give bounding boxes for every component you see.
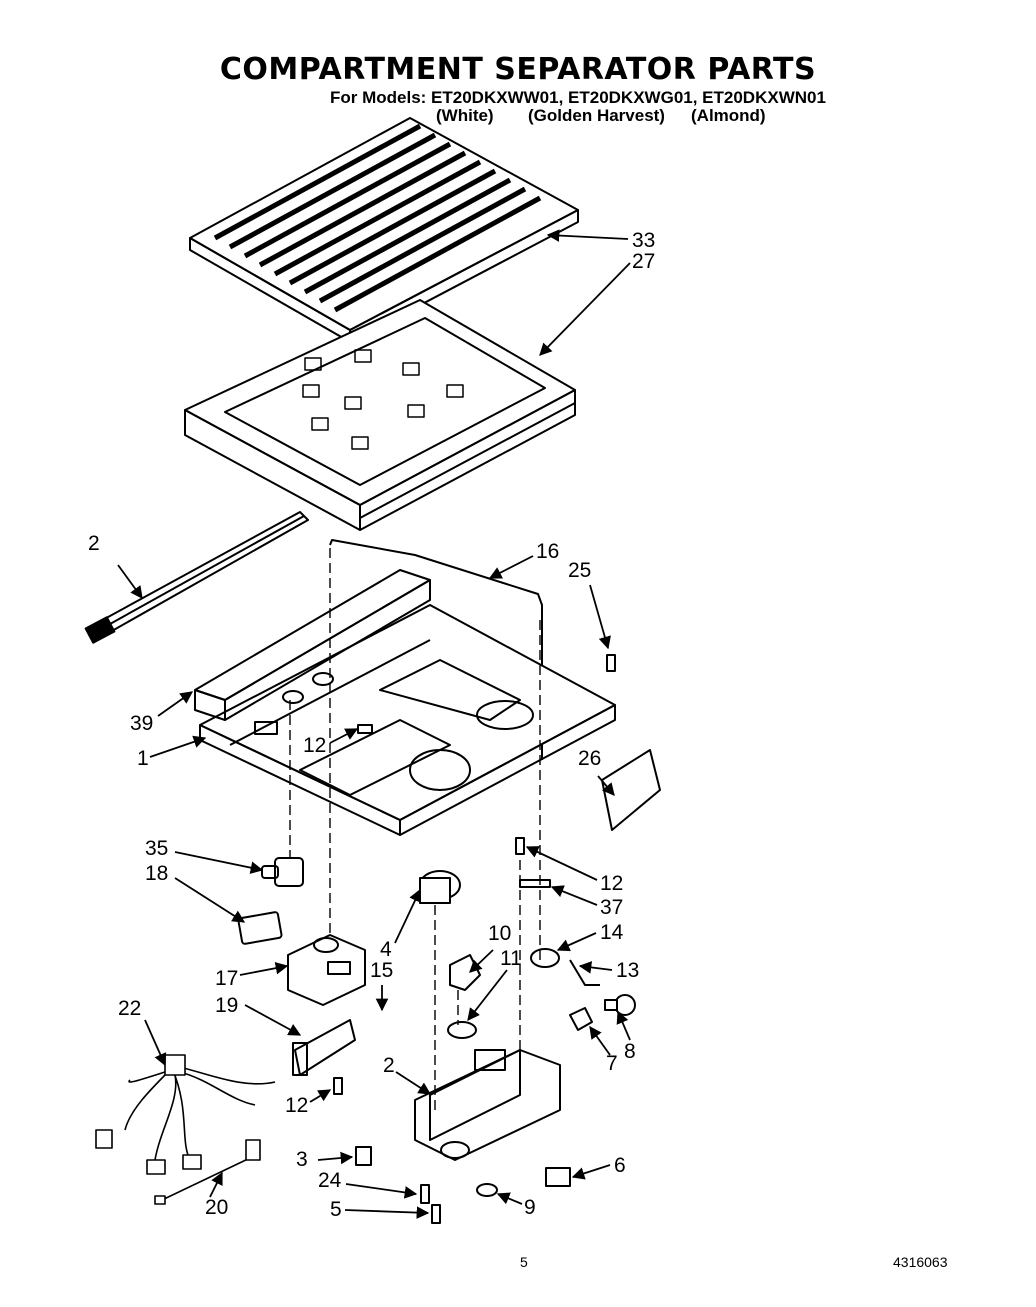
part-35-knob (261, 857, 304, 887)
page-number: 5 (520, 1254, 528, 1270)
part-14-grommet (530, 948, 560, 968)
part-8-bulb (604, 994, 636, 1016)
part-6-switch (545, 1167, 571, 1187)
part-13-lamp-wire (569, 959, 600, 986)
variant-white: (White) (436, 106, 494, 125)
callout-20: 20 (205, 1196, 228, 1219)
callout-15: 15 (370, 959, 393, 982)
callout-4: 4 (380, 938, 392, 961)
callout-7: 7 (606, 1052, 618, 1075)
part-11-spacer (447, 1021, 477, 1039)
part-37-clip (519, 879, 551, 888)
part-3-clip (355, 1146, 372, 1166)
part-19-bracket (292, 1019, 356, 1076)
part-33-cover-grille (189, 117, 579, 343)
variant-almond: (Almond) (691, 106, 766, 125)
part-18-bezel (237, 911, 283, 945)
callout-11: 11 (500, 947, 522, 970)
part-7-retainer (569, 1007, 593, 1031)
callout-24: 24 (318, 1169, 342, 1192)
callout-16: 16 (536, 540, 559, 563)
part-27-separator-frame (184, 299, 576, 531)
callout-14: 14 (600, 921, 624, 944)
callout-26: 26 (578, 747, 601, 770)
callout-1: 1 (137, 747, 149, 770)
part-22-wiring-harness (95, 1054, 276, 1175)
callout-3: 3 (296, 1148, 308, 1171)
part-2-control-bracket (414, 1049, 561, 1161)
part-1-separator-base (199, 604, 616, 836)
callout-19: 19 (215, 994, 238, 1017)
callout-10: 10 (488, 922, 511, 945)
callout-5: 5 (330, 1198, 342, 1221)
part-5-screw (431, 1204, 441, 1224)
part-25-screw (606, 654, 616, 672)
callout-12-lower: 12 (285, 1094, 308, 1117)
part-16-wire (329, 539, 543, 760)
part-23-trim-strip (84, 511, 309, 644)
callout-18: 18 (145, 862, 168, 885)
callout-6: 6 (614, 1154, 626, 1177)
part-12-screw-upper (357, 724, 373, 734)
part-26-baffle (601, 749, 661, 831)
models-line: For Models: ET20DKXWW01, ET20DKXWG01, ET… (330, 88, 826, 107)
part-17-control-housing (287, 934, 366, 1006)
callout-9: 9 (524, 1196, 536, 1219)
part-12-screw-lower (333, 1077, 343, 1095)
callout-17: 17 (215, 967, 238, 990)
callout-12-right: 12 (600, 872, 623, 895)
part-24-screw (420, 1184, 430, 1204)
callout-35: 35 (145, 837, 168, 860)
part-9-nut (476, 1183, 498, 1197)
part-39-duct (194, 569, 431, 721)
callout-23: 2 (88, 532, 100, 555)
part-10-thermostat (449, 954, 481, 991)
callout-12-upper: 12 (303, 734, 326, 757)
variant-golden-harvest: (Golden Harvest) (528, 106, 665, 125)
part-20-jumper-wire (154, 1139, 261, 1205)
part-12-screw-right (515, 837, 525, 855)
doc-number: 4316063 (893, 1254, 948, 1270)
callout-25: 25 (568, 559, 591, 582)
callout-27: 27 (632, 250, 655, 273)
callout-37: 37 (600, 896, 623, 919)
callout-13: 13 (616, 959, 639, 982)
callout-39: 39 (130, 712, 153, 735)
page-title: COMPARTMENT SEPARATOR PARTS (219, 52, 817, 87)
callout-8: 8 (624, 1040, 636, 1063)
callout-2: 2 (383, 1054, 395, 1077)
callout-33: 33 (632, 229, 655, 252)
callout-22: 22 (118, 997, 141, 1020)
part-4-lamp-socket (419, 870, 461, 904)
